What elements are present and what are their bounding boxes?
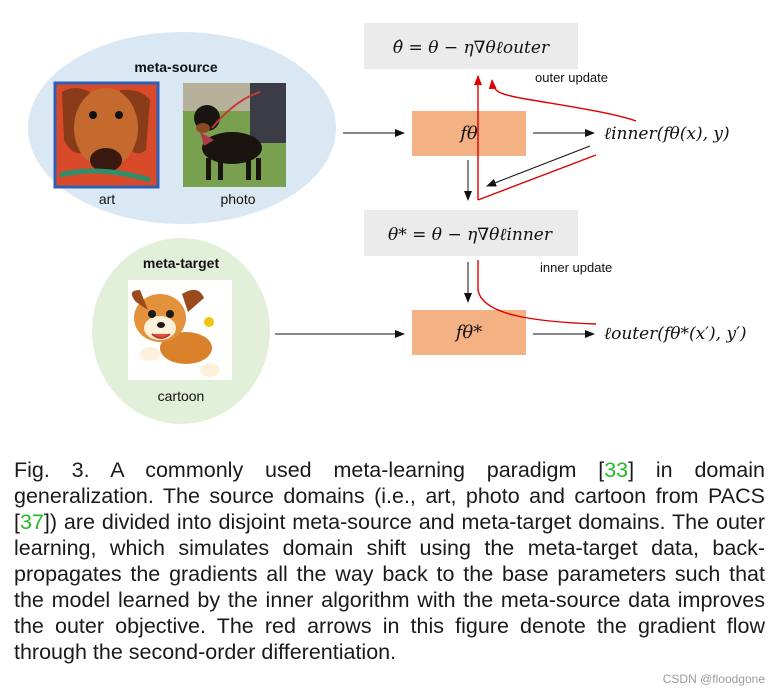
caption-ref-37[interactable]: 37	[19, 510, 44, 534]
adapted-model-label: fθ*	[454, 322, 483, 343]
arrow-inner-loss-gradient	[486, 145, 591, 187]
caption-part-3: ]) are divided into disjoint meta-source…	[14, 510, 765, 664]
red-gradient-to-outer-update	[488, 79, 637, 122]
adapted-model-box	[412, 310, 526, 355]
photo-label: photo	[220, 191, 255, 207]
inner-update-equation-box	[364, 210, 578, 256]
cartoon-dog-icon	[128, 280, 232, 380]
caption-ref-33[interactable]: 33	[604, 458, 629, 482]
dog-painting-icon	[53, 81, 160, 189]
dog-photo-icon	[183, 83, 286, 187]
base-model-box	[412, 111, 526, 156]
base-model-label: fθ	[458, 123, 478, 144]
red-gradient-from-inner-loss	[477, 154, 597, 201]
cartoon-label: cartoon	[158, 388, 205, 404]
outer-update-label: outer update	[535, 70, 608, 85]
meta-source-title: meta-source	[134, 59, 217, 75]
outer-update-equation: θ̂ = θ − η∇θℓouter	[393, 38, 550, 58]
caption-part-1: Fig. 3. A commonly used meta-learning pa…	[14, 458, 605, 482]
figure-caption: Fig. 3. A commonly used meta-learning pa…	[14, 457, 765, 665]
inner-update-equation: θ* = θ − η∇θℓinner	[388, 225, 553, 245]
outer-update-equation-box	[364, 23, 578, 69]
meta-learning-diagram: meta-source art photo meta-target	[28, 23, 747, 424]
meta-target-title: meta-target	[143, 255, 220, 271]
inner-update-label: inner update	[540, 260, 612, 275]
inner-loss-label: ℓinner(fθ(x), y)	[604, 124, 730, 144]
outer-loss-label: ℓouter(fθ*(x′), y′)	[604, 324, 747, 344]
watermark: CSDN @floodgone	[662, 672, 765, 686]
red-gradient-from-outer-loss	[477, 260, 597, 325]
caption-part-2: ] in domain generalization. The source d…	[14, 458, 765, 534]
art-label: art	[99, 191, 115, 207]
